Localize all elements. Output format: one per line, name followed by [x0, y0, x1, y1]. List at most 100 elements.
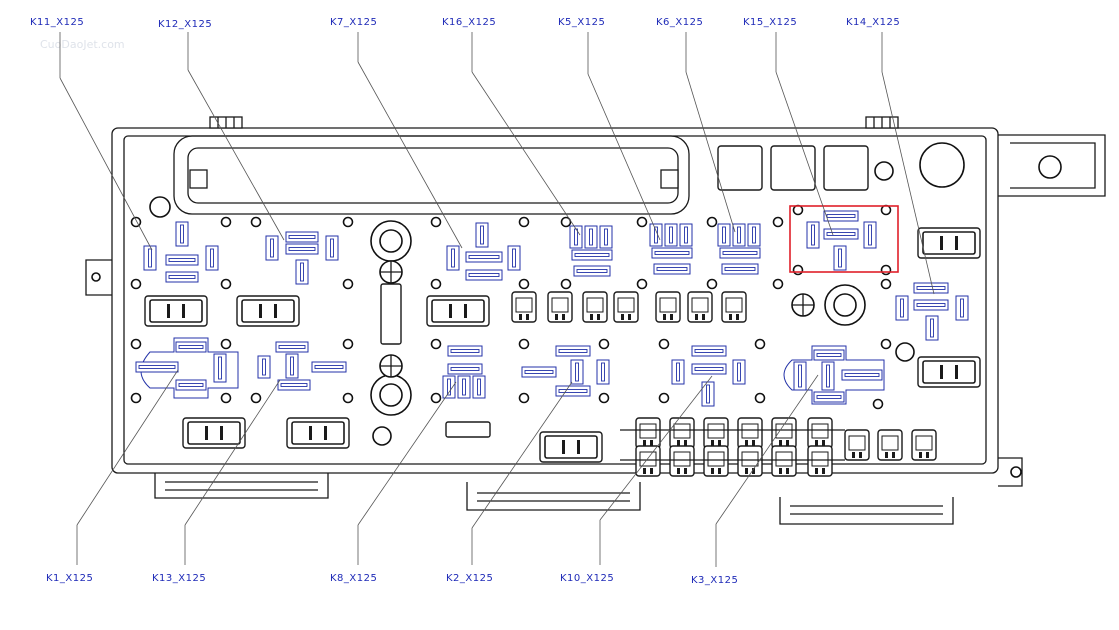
- label-k16: K16_X125: [442, 17, 496, 28]
- relay-contact: [813, 391, 845, 403]
- relay-contact: [571, 249, 613, 261]
- relay-contact: [679, 223, 693, 247]
- relay-contact: [895, 295, 909, 321]
- two-pin-socket: [144, 295, 208, 327]
- relay-contact: [955, 295, 969, 321]
- small-hole: [658, 338, 670, 350]
- relay-contact: [732, 223, 746, 247]
- label-k3: K3_X125: [691, 575, 738, 586]
- small-hole: [792, 204, 804, 216]
- two-pin-socket: [917, 227, 981, 259]
- relay-contact: [465, 269, 503, 281]
- small-hole: [342, 216, 354, 228]
- relay-contact: [806, 221, 820, 249]
- two-pin-socket: [917, 356, 981, 388]
- relay-contact: [521, 366, 557, 378]
- small-hole: [880, 264, 892, 276]
- two-pin-socket: [539, 431, 603, 463]
- label-k2: K2_X125: [446, 573, 493, 584]
- small-hole: [636, 278, 648, 290]
- small-hole: [430, 392, 442, 404]
- small-hole: [792, 264, 804, 276]
- small-hole: [636, 216, 648, 228]
- relay-contact: [573, 265, 611, 277]
- relay-contact: [913, 299, 949, 311]
- relay-contact: [691, 363, 727, 375]
- small-hole: [220, 392, 232, 404]
- fuse: [877, 429, 903, 461]
- small-hole: [880, 338, 892, 350]
- two-pin-socket: [286, 417, 350, 449]
- fuse: [655, 291, 681, 323]
- small-hole: [220, 278, 232, 290]
- small-hole: [560, 216, 572, 228]
- small-hole: [130, 392, 142, 404]
- label-k7: K7_X125: [330, 17, 377, 28]
- relay-labels: K11_X125 K12_X125 K7_X125 K16_X125 K5_X1…: [30, 17, 900, 586]
- small-hole: [220, 338, 232, 350]
- relay-contact: [793, 361, 807, 391]
- small-hole: [342, 392, 354, 404]
- relay-contact: [823, 210, 859, 222]
- small-hole: [754, 338, 766, 350]
- relay-contact: [555, 385, 591, 397]
- two-pin-socket: [236, 295, 300, 327]
- fuse: [737, 445, 763, 477]
- fuse: [687, 291, 713, 323]
- relay-contact: [143, 245, 157, 271]
- small-hole: [250, 392, 262, 404]
- small-hole: [598, 392, 610, 404]
- relay-contact: [165, 254, 199, 266]
- relay-contact: [570, 359, 584, 385]
- relay-contact: [651, 247, 693, 259]
- relay-contact: [821, 361, 835, 391]
- fuse: [807, 417, 833, 449]
- small-hole: [430, 278, 442, 290]
- leader-lines: [59, 32, 935, 567]
- k15-highlight-box: [789, 205, 899, 273]
- small-hole: [342, 338, 354, 350]
- relay-contact: [747, 223, 761, 247]
- fuse: [911, 429, 937, 461]
- small-hole: [772, 216, 784, 228]
- relay-contact: [275, 341, 309, 353]
- fuse: [771, 417, 797, 449]
- fuse-blocks: [511, 291, 937, 477]
- small-hole: [518, 278, 530, 290]
- relay-contact: [213, 353, 227, 383]
- relay-contact: [311, 361, 347, 373]
- relay-contact: [325, 235, 339, 261]
- fuse: [635, 417, 661, 449]
- fuse: [721, 291, 747, 323]
- relay-contact: [717, 223, 731, 247]
- small-hole: [658, 392, 670, 404]
- small-hole: [430, 216, 442, 228]
- label-k5: K5_X125: [558, 17, 605, 28]
- relay-contact: [841, 369, 883, 381]
- label-k11: K11_X125: [30, 17, 84, 28]
- label-k12: K12_X125: [158, 19, 212, 30]
- fuse: [635, 445, 661, 477]
- relay-contact: [465, 251, 503, 263]
- label-k15: K15_X125: [743, 17, 797, 28]
- small-hole: [598, 338, 610, 350]
- relay-contact: [596, 359, 610, 385]
- small-hole: [772, 278, 784, 290]
- small-hole: [518, 216, 530, 228]
- label-k10: K10_X125: [560, 573, 614, 584]
- small-hole: [880, 278, 892, 290]
- relay-contact: [721, 263, 759, 275]
- relay-contact: [447, 345, 483, 357]
- relay-contact: [265, 235, 279, 261]
- two-pin-socket: [182, 417, 246, 449]
- two-pin-sockets: [144, 227, 981, 463]
- relay-contact: [649, 223, 663, 247]
- relay-contact: [671, 359, 685, 385]
- relay-contact: [135, 361, 179, 373]
- fuse: [669, 417, 695, 449]
- relay-contact: [285, 231, 319, 243]
- relay-footprints: [135, 210, 969, 407]
- relay-contact: [823, 228, 859, 240]
- relay-contact: [165, 271, 199, 283]
